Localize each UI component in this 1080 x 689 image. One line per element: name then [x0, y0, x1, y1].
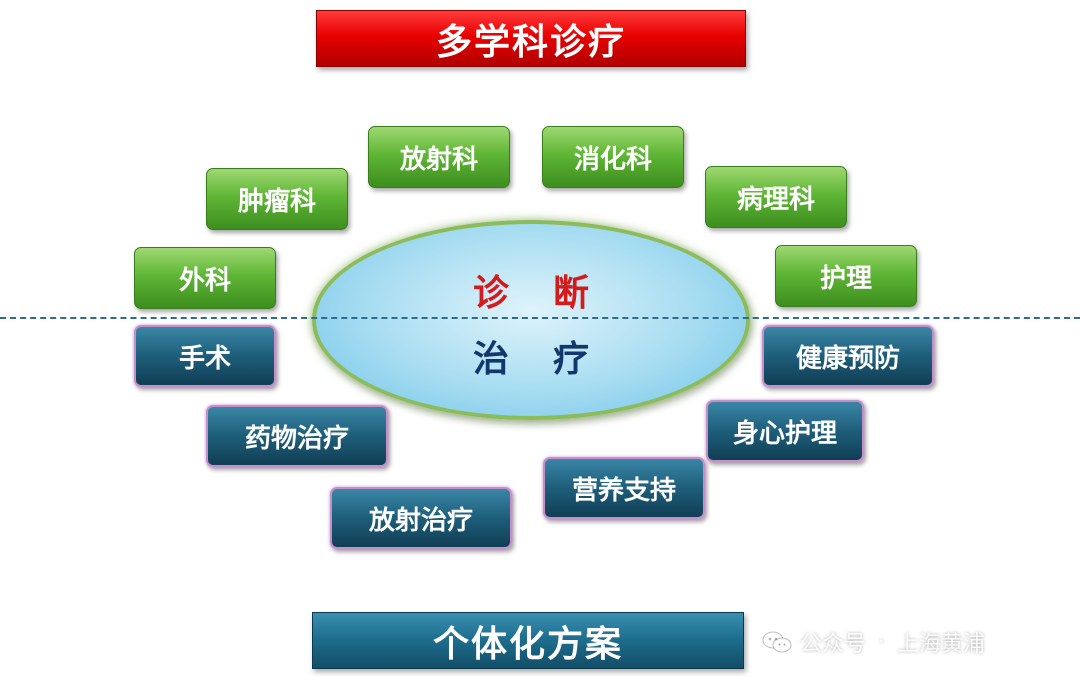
dept-gastroenterology: 消化科	[542, 126, 684, 188]
dept-surgery: 外科	[134, 247, 276, 309]
dept-oncology: 肿瘤科	[206, 168, 348, 230]
watermark-account: 上海黄浦	[897, 632, 986, 657]
diagnosis-treatment-divider	[0, 317, 1080, 319]
dept-nursing: 护理	[775, 245, 917, 307]
treatment-psychological-care: 身心护理	[706, 400, 864, 462]
wechat-icon	[762, 631, 792, 653]
center-ellipse: 诊断 治疗	[312, 220, 750, 420]
treatment-health-prevention: 健康预防	[762, 325, 934, 387]
watermark: 公众号 · 上海黄浦	[762, 624, 985, 660]
treatment-label: 治疗	[472, 339, 633, 380]
result-text: 个体化方案	[432, 623, 623, 665]
result-banner: 个体化方案	[312, 612, 744, 669]
watermark-separator: ·	[878, 629, 886, 655]
diagnosis-label: 诊断	[472, 273, 633, 314]
treatment-radiotherapy: 放射治疗	[330, 487, 512, 549]
title-text: 多学科诊疗	[435, 21, 626, 63]
dept-pathology: 病理科	[705, 166, 847, 228]
treatment-surgery: 手术	[134, 325, 276, 387]
treatment-nutrition-support: 营养支持	[543, 457, 705, 519]
treatment-drug-therapy: 药物治疗	[206, 405, 388, 467]
title-banner: 多学科诊疗	[316, 10, 746, 67]
dept-radiology: 放射科	[368, 126, 510, 188]
watermark-prefix: 公众号	[800, 632, 867, 657]
